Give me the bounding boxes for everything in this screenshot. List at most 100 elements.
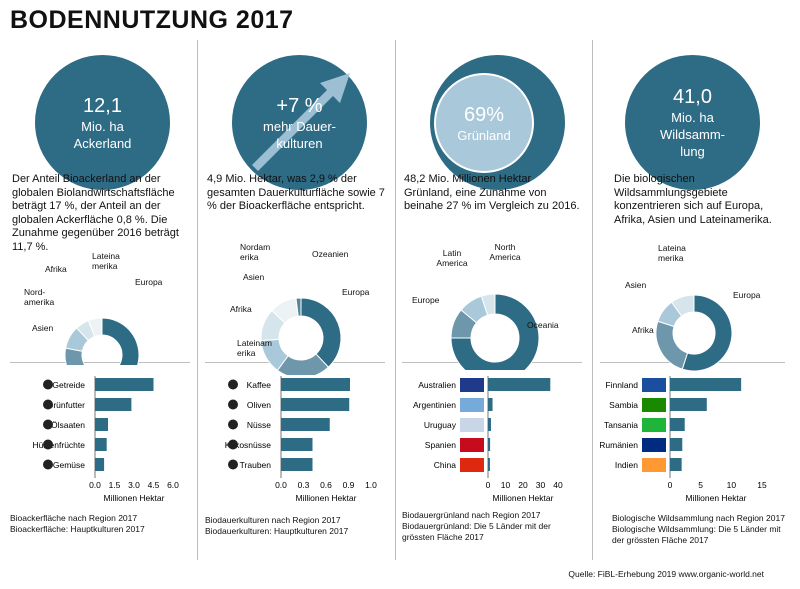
axis-title: Millionen Hektar — [104, 493, 165, 503]
bar — [670, 458, 682, 471]
bar — [488, 418, 491, 431]
bar — [488, 398, 493, 411]
donut-label: Nordam erika — [240, 242, 271, 262]
donut-slice — [300, 297, 342, 368]
axis-tick-label: 0.6 — [320, 480, 332, 490]
donut-label: Asien — [32, 323, 54, 333]
stat-value: 41,0 — [673, 86, 712, 108]
column-divider — [592, 40, 593, 560]
description: 4,9 Mio. Hektar, was 2,9 % der gesamten … — [207, 173, 385, 212]
donut-label: Ozeanien — [312, 249, 349, 259]
donut-label: Europa — [342, 287, 370, 297]
stat-bubble: +7 % mehr Dauer- kulturen — [232, 55, 367, 190]
axis-tick-label: 0 — [668, 480, 673, 490]
axis-tick-label: 0.9 — [343, 480, 355, 490]
caption-line: Bioackerfläche nach Region 2017 — [10, 513, 138, 523]
panel-wild-collection: 41,0 Mio. ha Wildsamm- lung Die biologis… — [600, 40, 790, 580]
bar — [281, 438, 313, 451]
country-flag-icon — [460, 458, 484, 472]
bar-category-label: Spanien — [425, 440, 456, 450]
stat-unit: Mio. ha — [81, 118, 124, 134]
bar-category-label: Gemüse — [53, 460, 85, 470]
donut-label: Europa — [733, 290, 761, 300]
donut-slice — [87, 317, 103, 338]
share-bubble: 69% Grünland — [434, 73, 534, 173]
bar-category-label: Kokosnüsse — [225, 440, 272, 450]
bar-category-label: Argentinien — [413, 400, 456, 410]
bar — [281, 418, 330, 431]
donut-label: Asien — [625, 280, 647, 290]
caption-line: Biodauerkulturen: Hauptkulturen 2017 — [205, 526, 349, 536]
donut-slice — [450, 293, 540, 370]
stat-bubble: 12,1 Mio. ha Ackerland — [35, 55, 170, 190]
bar-category-label: Uruguay — [424, 420, 457, 430]
caption: Bioackerfläche nach Region 2017 Bioacker… — [10, 513, 185, 535]
donut-chart-regions — [64, 317, 140, 365]
stat-bubble: 41,0 Mio. ha Wildsamm- lung — [625, 55, 760, 190]
donut-label: North America — [489, 242, 521, 262]
stat-unit: Mio. ha — [671, 110, 714, 125]
description: Die biologischen Wildsammlungsgebiete ko… — [614, 173, 772, 226]
bar-category-label: Hülsenfrüchte — [33, 440, 86, 450]
donut-chart-regions — [450, 293, 540, 370]
donut-label: Afrika — [45, 264, 67, 274]
bar-chart-countries: AustralienArgentinienUruguaySpanienChina… — [413, 376, 563, 503]
donut-label: Latin America — [436, 248, 468, 268]
country-flag-icon — [642, 378, 666, 392]
oilseed-icon — [43, 419, 53, 430]
column-divider — [197, 40, 198, 560]
bar-category-label: Tansania — [604, 420, 638, 430]
axis-tick-label: 10 — [727, 480, 737, 490]
vegetable-icon — [43, 459, 53, 470]
donut-label: Asien — [243, 272, 265, 282]
donut-chart-regions — [260, 297, 342, 375]
country-flag-icon — [642, 418, 666, 432]
axis-tick-label: 15 — [757, 480, 767, 490]
panel-permanent-crops: +7 % mehr Dauer- kulturen 4,9 Mio. Hekta… — [205, 40, 395, 580]
coffee-bean-icon — [228, 379, 238, 390]
caption-line: Biodauerkulturen nach Region 2017 — [205, 515, 341, 525]
caption: Biodauerkulturen nach Region 2017 Biodau… — [205, 515, 380, 537]
caption: Biodauergrünland nach Region 2017 Biodau… — [402, 510, 577, 543]
axis-title: Millionen Hektar — [296, 493, 357, 503]
olive-icon — [228, 399, 238, 410]
donut-slice — [480, 293, 496, 316]
bar-category-label: Grünfutter — [47, 400, 85, 410]
bar — [281, 378, 350, 391]
bar — [95, 438, 107, 451]
legume-icon — [43, 439, 53, 450]
country-flag-icon — [460, 398, 484, 412]
description: Der Anteil Bioackerland an der globalen … — [12, 173, 179, 253]
country-flag-icon — [642, 398, 666, 412]
bar — [95, 378, 154, 391]
bar — [670, 438, 683, 451]
panel-cropland: 12,1 Mio. ha Ackerland Der Anteil Bioack… — [10, 40, 200, 580]
stat-value: 69% — [463, 103, 505, 126]
donut-label: Nord-amerika — [24, 287, 55, 307]
axis-tick-label: 3.0 — [128, 480, 140, 490]
country-flag-icon — [460, 418, 484, 432]
donut-label: Afrika — [230, 304, 252, 314]
donut-label: Afrika — [632, 325, 654, 335]
axis-tick-label: 0.0 — [89, 480, 101, 490]
caption-line: Bioackerfläche: Hauptkulturen 2017 — [10, 524, 145, 534]
donut-label: Europe — [412, 295, 440, 305]
bar-category-label: Oliven — [247, 400, 271, 410]
donut-slice — [655, 320, 689, 370]
axis-title: Millionen Hektar — [493, 493, 554, 503]
donut-label: Lateina merika — [92, 251, 120, 271]
bar-category-label: Rumänien — [600, 440, 638, 450]
axis-tick-label: 1.5 — [109, 480, 121, 490]
axis-tick-label: 5 — [698, 480, 703, 490]
bar — [95, 418, 108, 431]
axis-tick-label: 6.0 — [167, 480, 179, 490]
axis-tick-label: 0.0 — [275, 480, 287, 490]
bar-category-label: Kaffee — [247, 380, 272, 390]
caption-line: Biologische Wildsammlung nach Region 201… — [612, 513, 785, 523]
bar-category-label: Sambia — [609, 400, 638, 410]
donut-slice — [681, 294, 733, 372]
bar-category-label: Nüsse — [247, 420, 271, 430]
donut-label: Oceania — [527, 320, 559, 330]
growth-arrow-icon — [252, 73, 350, 171]
